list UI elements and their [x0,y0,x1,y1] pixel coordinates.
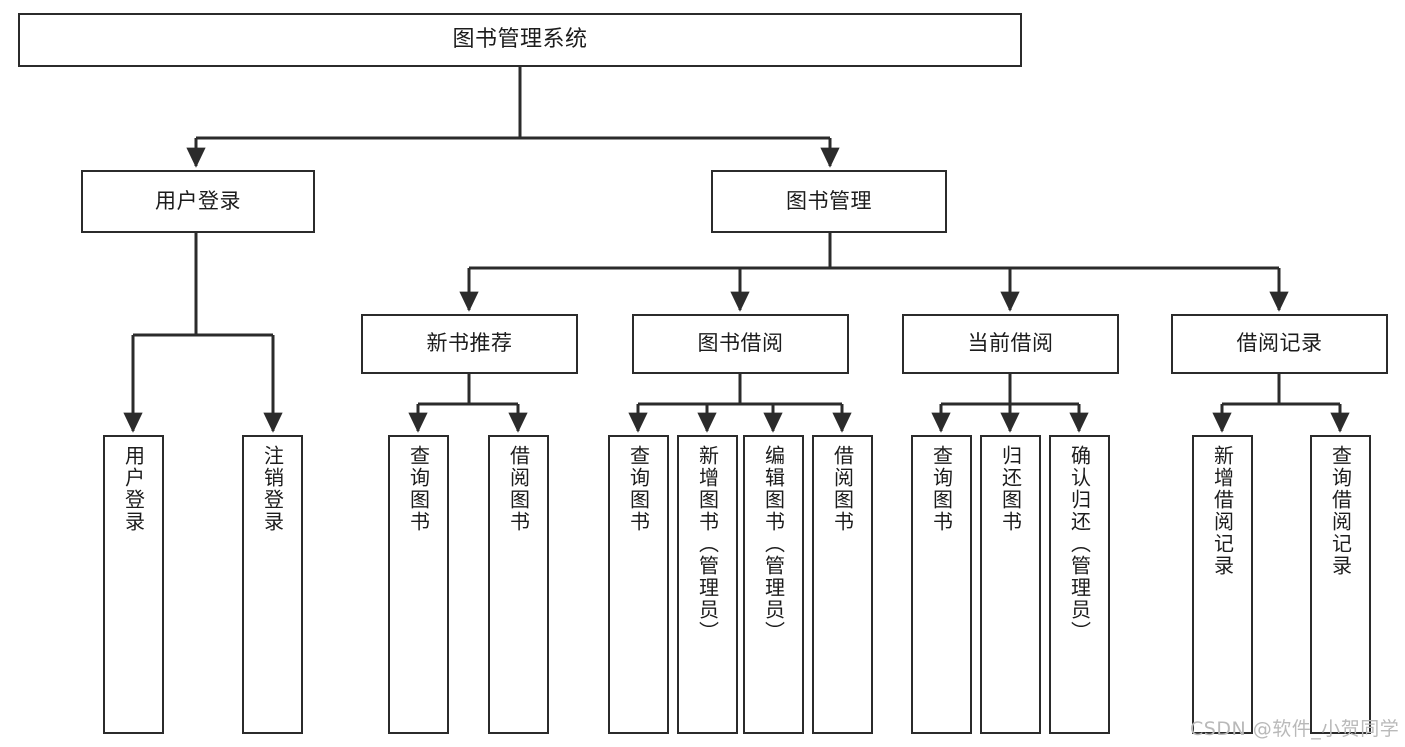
node-leaf-borrow-book-new-rec[interactable]: 借阅图书 [488,435,549,734]
node-label: 借阅图书 [830,445,855,533]
node-label: 借阅图书 [506,445,531,533]
node-current-borrowing[interactable]: 当前借阅 [902,314,1119,374]
node-borrowing-record[interactable]: 借阅记录 [1171,314,1388,374]
node-label: 查询图书 [626,445,651,533]
node-leaf-confirm-return-admin[interactable]: 确认归还（管理员） [1049,435,1110,734]
node-label: 借阅记录 [1236,331,1323,356]
node-label: 查询图书 [929,445,954,533]
node-leaf-logout[interactable]: 注销登录 [242,435,303,734]
node-leaf-user-login[interactable]: 用户登录 [103,435,164,734]
node-leaf-add-borrow-record[interactable]: 新增借阅记录 [1192,435,1253,734]
node-label: 确认归还（管理员） [1067,445,1092,643]
node-label: 注销登录 [260,445,285,533]
csdn-watermark: CSDN @软件_小贺同学 [1190,718,1400,740]
node-leaf-query-book-current[interactable]: 查询图书 [911,435,972,734]
node-leaf-add-book-admin[interactable]: 新增图书（管理员） [677,435,738,734]
node-book-management[interactable]: 图书管理 [711,170,947,233]
node-label: 查询图书 [406,445,431,533]
node-label: 用户登录 [121,445,146,533]
node-leaf-query-book-borrow[interactable]: 查询图书 [608,435,669,734]
node-label: 当前借阅 [967,331,1054,356]
node-root-book-management-system[interactable]: 图书管理系统 [18,13,1022,67]
node-label: 新增借阅记录 [1210,445,1235,577]
node-leaf-borrow-book[interactable]: 借阅图书 [812,435,873,734]
node-new-book-recommendation[interactable]: 新书推荐 [361,314,578,374]
node-leaf-query-book-new-rec[interactable]: 查询图书 [388,435,449,734]
node-label: 归还图书 [998,445,1023,533]
node-user-login[interactable]: 用户登录 [81,170,315,233]
node-label: 图书管理系统 [452,26,588,52]
node-label: 查询借阅记录 [1328,445,1353,577]
node-leaf-edit-book-admin[interactable]: 编辑图书（管理员） [743,435,804,734]
node-label: 新书推荐 [426,331,513,356]
node-leaf-query-borrow-record[interactable]: 查询借阅记录 [1310,435,1371,734]
node-label: 编辑图书（管理员） [761,445,786,643]
node-label: 用户登录 [155,188,241,213]
node-book-borrowing[interactable]: 图书借阅 [632,314,849,374]
node-label: 图书借阅 [697,331,784,356]
node-leaf-return-book[interactable]: 归还图书 [980,435,1041,734]
node-label: 新增图书（管理员） [695,445,720,643]
node-label: 图书管理 [786,188,872,213]
